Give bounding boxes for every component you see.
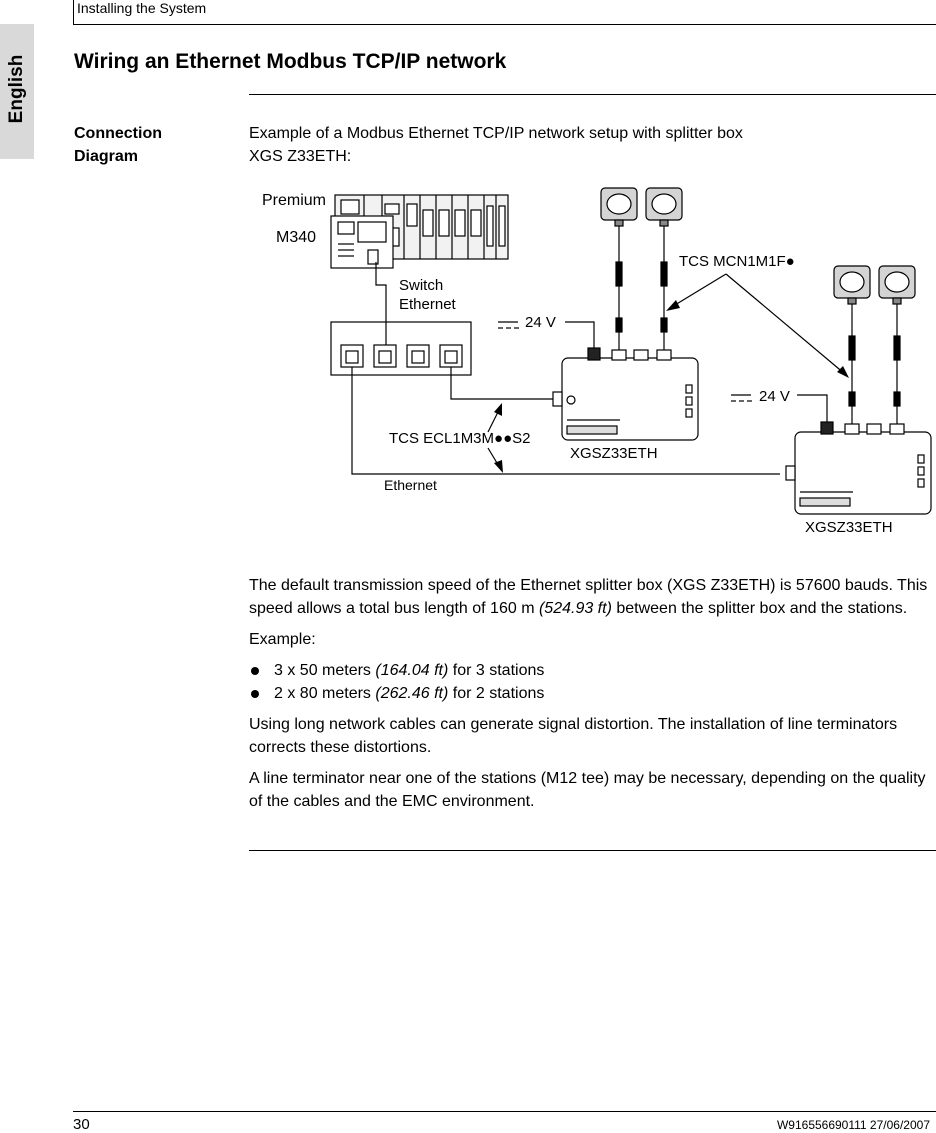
connection-diagram: Premium M340 Switch Ethernet 24 V 24 V T… [262, 187, 932, 536]
header-tick [73, 0, 74, 24]
side-heading: Connection Diagram [74, 122, 234, 168]
splitter-box-1 [552, 347, 699, 441]
body-text: The default transmission speed of the Et… [249, 574, 935, 813]
sensor-1 [600, 187, 638, 227]
label-splitter-2: XGSZ33ETH [805, 519, 893, 536]
language-tab [0, 24, 34, 159]
label-24v-1: 24 V [525, 314, 556, 331]
intro-text: Example of a Modbus Ethernet TCP/IP netw… [249, 122, 869, 168]
bullet-1-italic: (164.04 ft) [375, 662, 449, 679]
list-item: 3 x 50 meters (164.04 ft) for 3 stations [249, 659, 935, 682]
bullet-1-text: 3 x 50 meters [274, 662, 376, 679]
bullet-2-after: for 2 stations [448, 685, 545, 702]
label-ethernet: Ethernet [384, 477, 437, 493]
label-m340: M340 [276, 229, 316, 246]
m340-plc [330, 215, 394, 269]
ethernet-switch [330, 321, 472, 376]
bullet-2-text: 2 x 80 meters [274, 685, 376, 702]
intro-line1: Example of a Modbus Ethernet TCP/IP netw… [249, 125, 743, 142]
terminator-paragraph: A line terminator near one of the statio… [249, 770, 926, 810]
document-reference: W916556690111 27/06/2007 [776, 1118, 930, 1132]
sensor-2 [645, 187, 683, 227]
running-header: Installing the System [77, 0, 207, 16]
speed-text-2: between the splitter box and the station… [611, 600, 908, 617]
bullet-1-after: for 3 stations [448, 662, 545, 679]
footer-rule [73, 1111, 936, 1112]
splitter-box-2 [785, 421, 932, 515]
speed-paragraph: The default transmission speed of the Et… [249, 574, 935, 620]
label-24v-2: 24 V [759, 388, 790, 405]
header-rule [73, 24, 936, 25]
label-splitter-1: XGSZ33ETH [570, 445, 658, 462]
section-rule-bottom [249, 850, 936, 851]
sensor-4 [878, 265, 916, 305]
section-rule-top [249, 94, 936, 95]
page-number: 30 [73, 1116, 90, 1133]
label-premium: Premium [262, 192, 326, 209]
example-list: 3 x 50 meters (164.04 ft) for 3 stations… [249, 659, 935, 705]
label-switch: Switch [399, 277, 443, 294]
speed-text-1: The default transmission speed of the Et… [249, 577, 928, 617]
page-title: Wiring an Ethernet Modbus TCP/IP network [74, 50, 507, 73]
side-heading-line2: Diagram [74, 148, 139, 165]
bullet-2-italic: (262.46 ft) [375, 685, 449, 702]
intro-line2: XGS Z33ETH: [249, 148, 352, 165]
label-ethernet-cable: TCS ECL1M3M●●S2 [389, 430, 531, 447]
sensor-3 [833, 265, 871, 305]
distortion-paragraph: Using long network cables can generate s… [249, 716, 898, 756]
label-switch-ethernet: Ethernet [399, 296, 457, 313]
example-label: Example: [249, 631, 316, 648]
list-item: 2 x 80 meters (262.46 ft) for 2 stations [249, 682, 935, 705]
label-sensor-cable: TCS MCN1M1F● [679, 253, 795, 270]
speed-text-italic: (524.93 ft) [538, 600, 612, 617]
side-heading-line1: Connection [74, 125, 162, 142]
